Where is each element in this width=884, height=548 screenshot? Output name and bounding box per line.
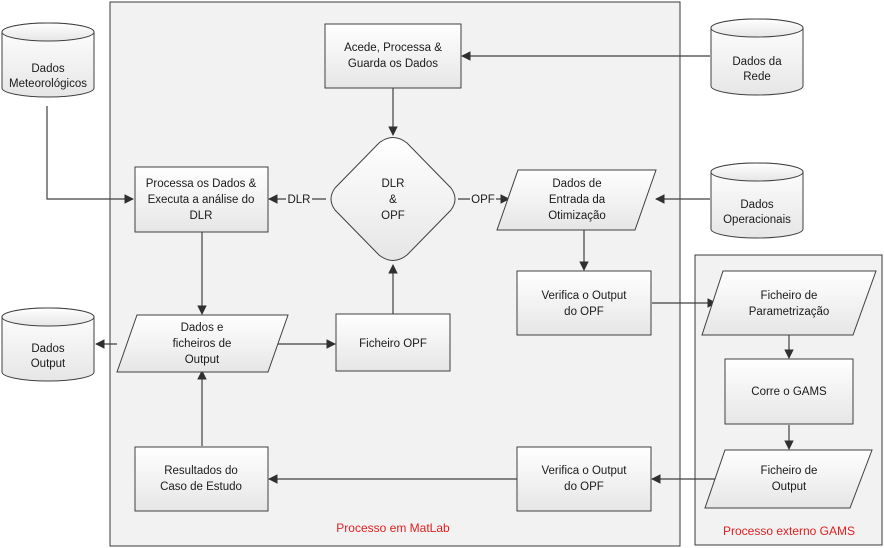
process-corre-gams: Corre o GAMS [724,358,854,425]
edge-label-opf: OPF [471,194,495,206]
db-meteo-line2: Meteorológicos [9,78,87,90]
db-output-line1: Dados [31,343,64,355]
decision-line3: OPF [381,210,405,222]
process-verifica2-line1: Verifica o Output [541,465,627,477]
process-corre-gams-label: Corre o GAMS [751,386,827,398]
io-entrada-line1: Dados de [552,178,601,190]
process-resultados-line2: Caso de Estudo [160,481,242,493]
process-resultados-line1: Resultados do [164,465,238,477]
io-param-line2: Parametrização [749,306,830,318]
process-processa-dlr: Processa os Dados & Executa a análise do… [134,166,269,233]
process-ficheiro-opf: Ficheiro OPF [335,313,451,372]
io-output-line2: ficheiros de [173,338,232,350]
decision-line2: & [389,194,397,206]
gams-container-label: Processo externo GAMS [723,524,855,538]
matlab-container-label: Processo em MatLab [336,521,450,535]
db-output-line2: Output [31,358,66,370]
db-output: Dados Output [1,307,95,382]
process-verifica1-line1: Verifica o Output [541,290,627,302]
db-rede: Dados da Rede [710,18,804,96]
io-ficheiro-output: Ficheiro de Output [704,449,873,509]
process-verifica-2: Verifica o Output do OPF [516,446,652,512]
io-parametrizacao: Ficheiro de Parametrização [701,270,877,336]
db-rede-line1: Dados da [732,56,782,68]
process-ficheiro-opf-label: Ficheiro OPF [359,338,427,350]
io-param-line1: Ficheiro de [761,290,818,302]
process-verifica-1: Verifica o Output do OPF [516,270,652,336]
io-dados-entrada: Dados de Entrada da Otimização [496,169,657,231]
io-entrada-line2: Entrada da [549,194,606,206]
edge-label-dlr: DLR [287,194,310,206]
process-processa-line3: DLR [189,210,212,222]
io-output-line3: Output [185,354,220,366]
db-meteorologicos: Dados Meteorológicos [1,22,95,98]
edge-label-dlr-bg [286,192,312,206]
edge-label-opf-bg [470,192,496,206]
process-verifica2-line2: do OPF [564,481,604,493]
process-acede-line2: Guarda os Dados [348,58,438,70]
decision-line1: DLR [381,178,404,190]
process-processa-line1: Processa os Dados & [146,178,257,190]
process-resultados: Resultados do Caso de Estudo [134,446,269,512]
io-output-line1: Dados e [181,322,224,334]
io-ficheiro-output-line2: Output [772,481,807,493]
io-dados-output: Dados e ficheiros de Output [116,314,289,373]
io-ficheiro-output-line1: Ficheiro de [761,465,818,477]
db-operacionais: Dados Operacionais [710,162,804,239]
decision-dlr-opf: DLR & OPF [330,137,456,261]
io-entrada-line3: Otimização [548,210,606,222]
db-meteo-line1: Dados [31,63,64,75]
arrow-meteo-to-processa [46,106,134,204]
process-processa-line2: Executa a análise do [148,194,255,206]
connectors [46,51,794,484]
process-acede: Acede, Processa & Guarda os Dados [324,23,462,89]
db-rede-line2: Rede [743,71,771,83]
process-verifica1-line2: do OPF [564,306,604,318]
db-operacionais-line2: Operacionais [723,214,791,226]
process-acede-line1: Acede, Processa & [344,42,442,54]
db-operacionais-line1: Dados [740,199,773,211]
